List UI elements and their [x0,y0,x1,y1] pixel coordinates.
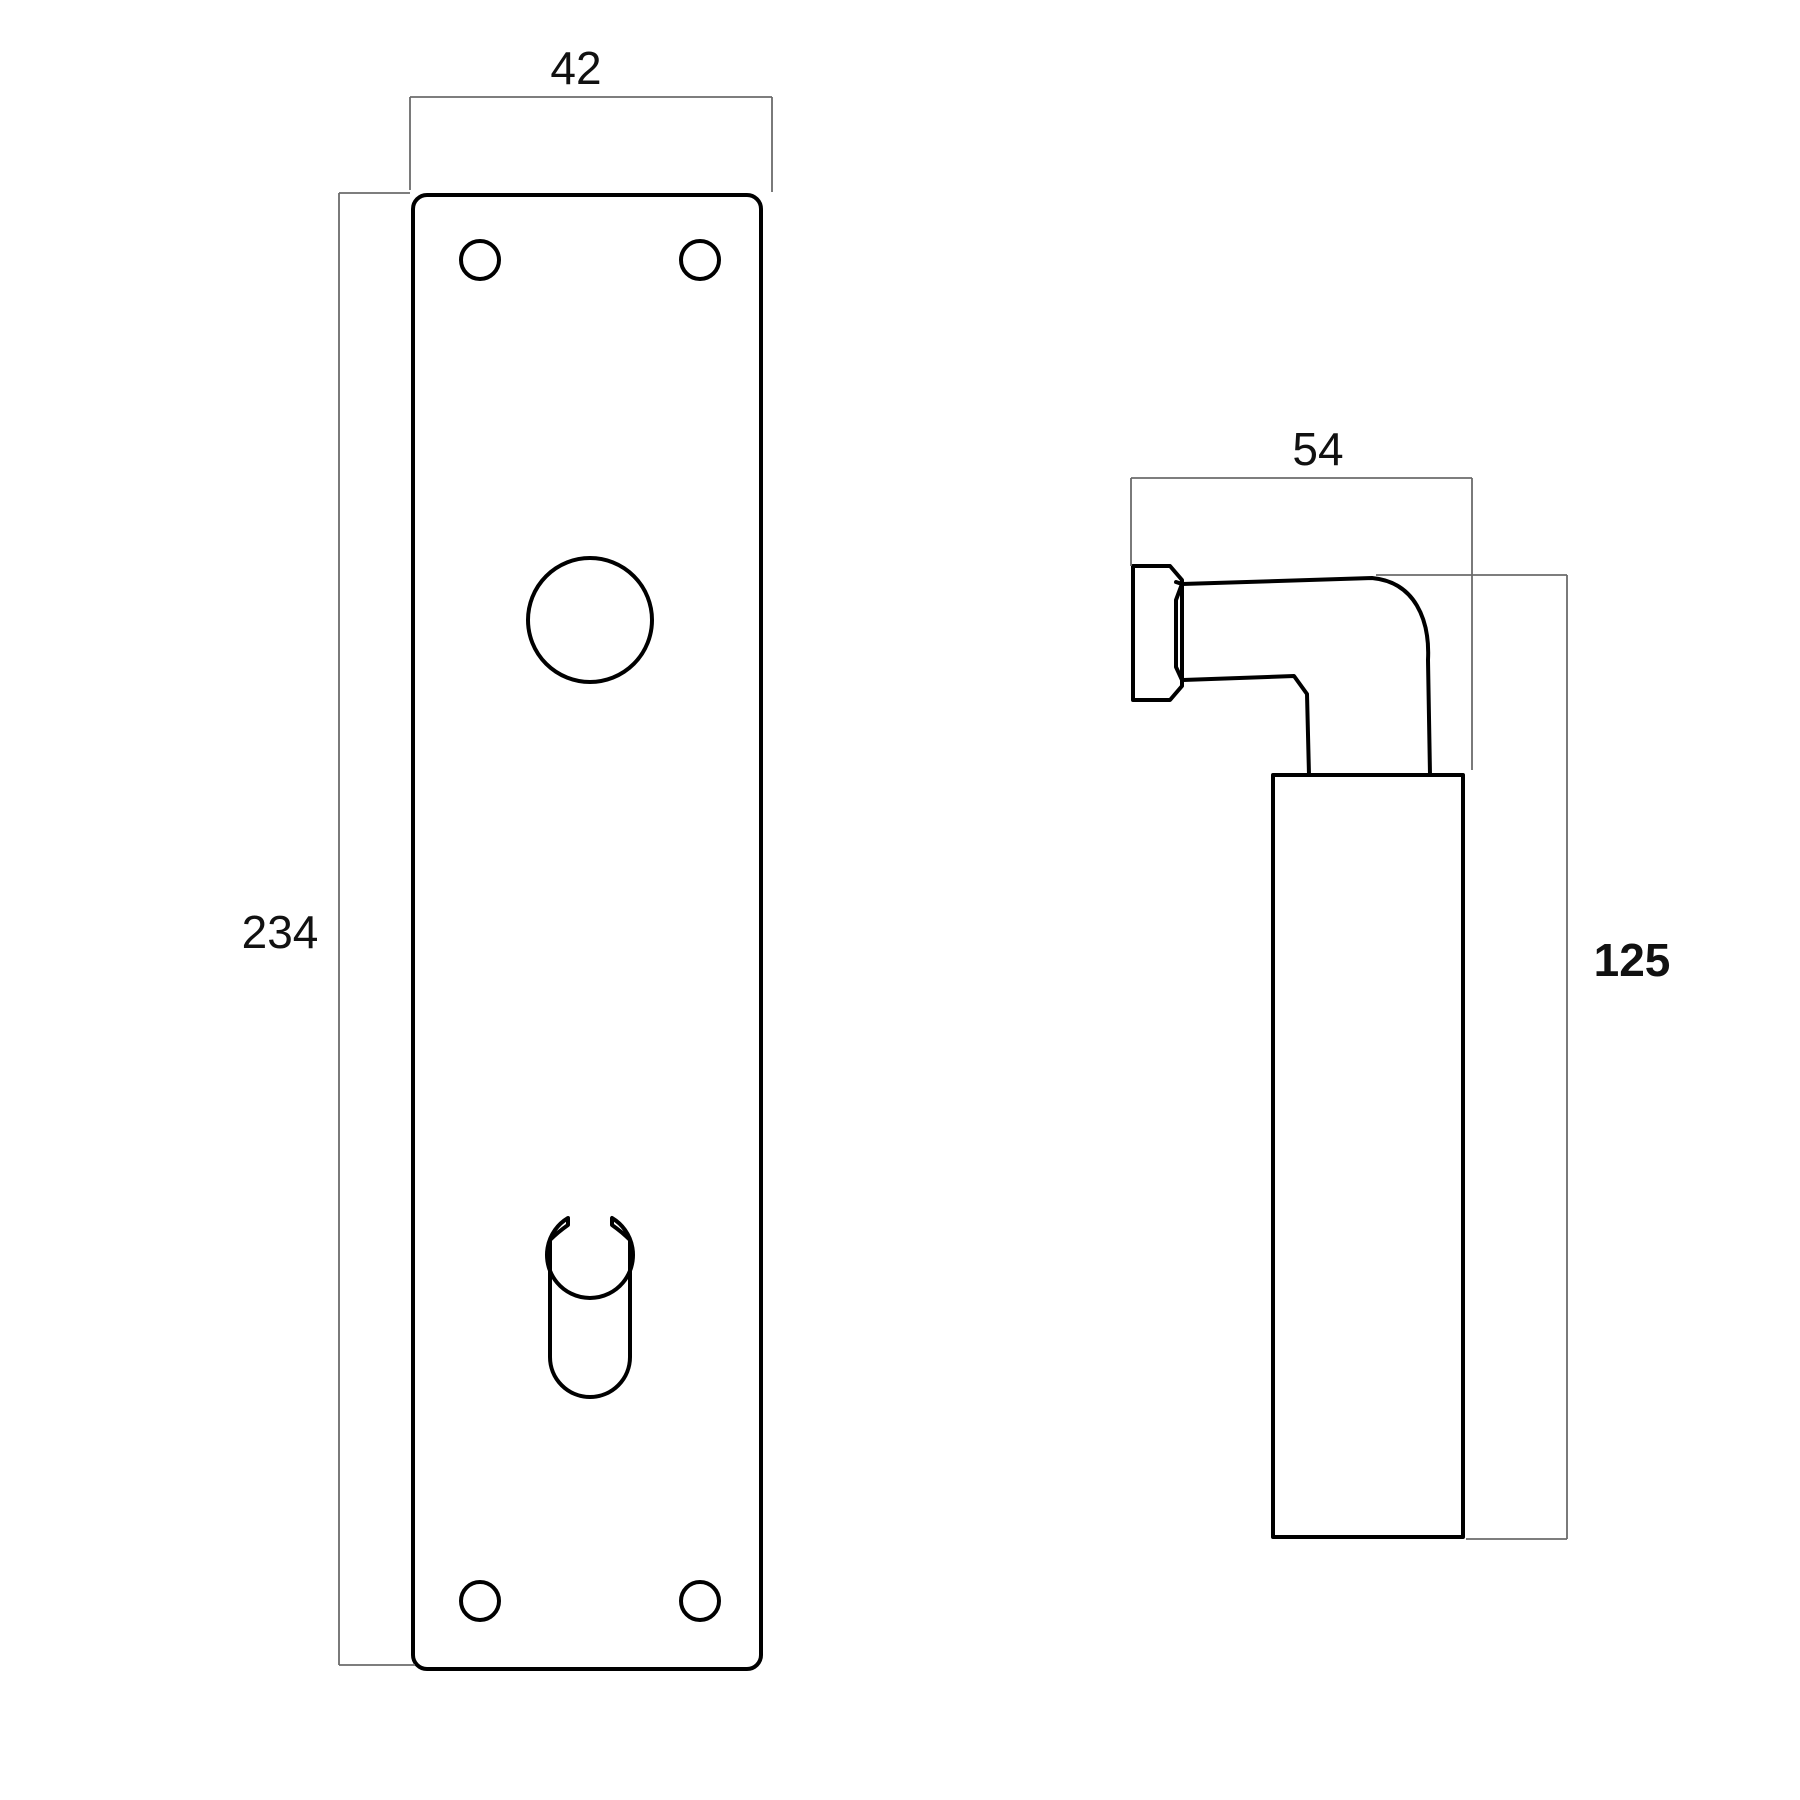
lever-grip [1271,773,1465,1539]
backplate-height-label: 234 [242,906,319,958]
lever-shank-inner [1174,582,1184,682]
lever-length-label: 125 [1594,934,1671,986]
lever-shank [1174,576,1432,777]
spindle-hole [526,556,654,684]
screw-hole-top-left [459,239,501,281]
keyhole [545,1216,635,1399]
screw-hole-top-right [679,239,721,281]
lever-projection-label: 54 [1292,423,1343,475]
lever-side-view: 54 125 [1130,423,1671,1540]
backplate-front-view: 42 234 [242,42,773,1671]
backplate-outline [411,193,763,1671]
lever-rose [1131,564,1184,702]
screw-hole-bottom-left [459,1580,501,1622]
screw-hole-bottom-right [679,1580,721,1622]
backplate-width-label: 42 [550,42,601,94]
